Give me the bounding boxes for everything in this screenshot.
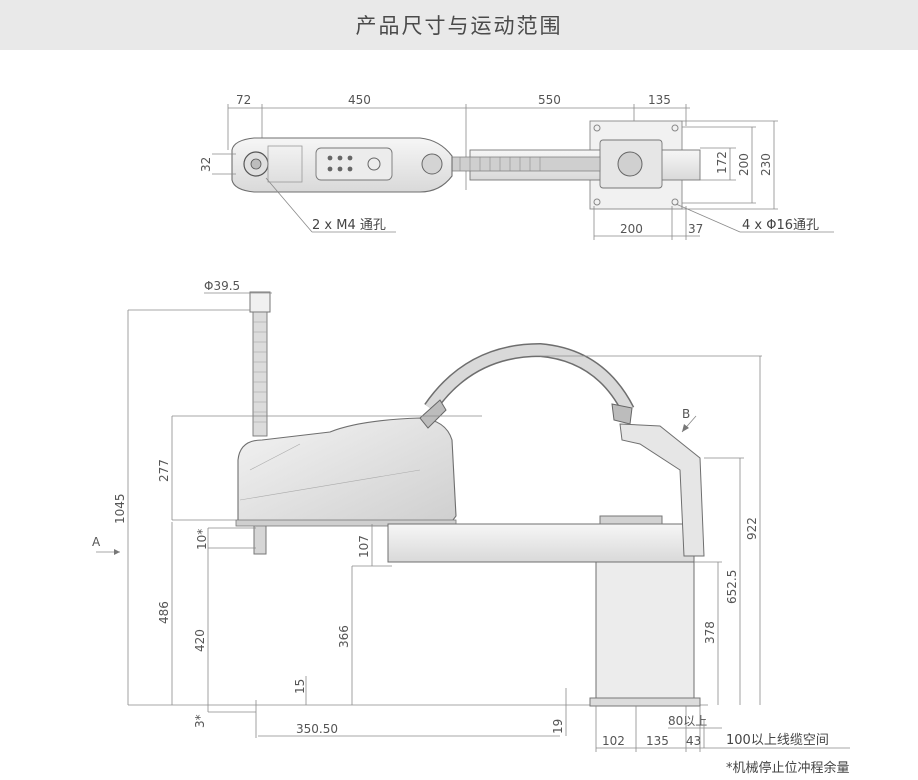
dim-450: 450: [348, 93, 371, 107]
page-title: 产品尺寸与运动范围: [355, 14, 563, 38]
dim-200-v: 200: [737, 153, 751, 176]
dim-172: 172: [715, 151, 729, 174]
header-bar: 产品尺寸与运动范围: [0, 0, 918, 50]
dim-80-plus: 80以上: [668, 714, 707, 728]
dim-43: 43: [686, 734, 701, 748]
top-view: 72 450 550 135: [199, 93, 834, 240]
dim-phi39: Φ39.5: [204, 279, 240, 293]
dim-135: 135: [648, 93, 671, 107]
dim-15: 15: [293, 679, 307, 694]
dim-102: 102: [602, 734, 625, 748]
dim-37: 37: [688, 222, 703, 236]
note-m4-holes: 2 x M4 通孔: [312, 218, 386, 233]
dim-200-h: 200: [620, 222, 643, 236]
dim-107: 107: [357, 535, 371, 558]
note-mechanical-stop: *机械停止位冲程余量: [726, 760, 850, 776]
dim-652-5: 652.5: [725, 570, 739, 604]
dim-922: 922: [745, 517, 759, 540]
dim-486: 486: [157, 601, 171, 624]
dim-72: 72: [236, 93, 251, 107]
dim-230: 230: [759, 153, 773, 176]
dim-32: 32: [199, 157, 213, 172]
dimension-drawing: 72 450 550 135: [92, 93, 850, 776]
dim-19: 19: [551, 719, 565, 734]
dim-550: 550: [538, 93, 561, 107]
dim-10: 10*: [195, 529, 209, 550]
dim-366: 366: [337, 625, 351, 648]
dim-135-base: 135: [646, 734, 669, 748]
dim-350-50: 350.50: [296, 722, 338, 736]
side-view: Φ39.5 1045 277 10* 486 420 3*: [92, 279, 850, 776]
dim-277: 277: [157, 459, 171, 482]
dim-1045: 1045: [113, 493, 127, 524]
dim-420: 420: [193, 629, 207, 652]
view-label-a: A: [92, 535, 101, 549]
view-label-b: B: [682, 407, 690, 421]
dim-378: 378: [703, 621, 717, 644]
dim-3: 3*: [193, 714, 207, 728]
note-phi16-holes: 4 x Φ16通孔: [742, 218, 819, 233]
note-cable-space: 100以上线缆空间: [726, 732, 829, 748]
